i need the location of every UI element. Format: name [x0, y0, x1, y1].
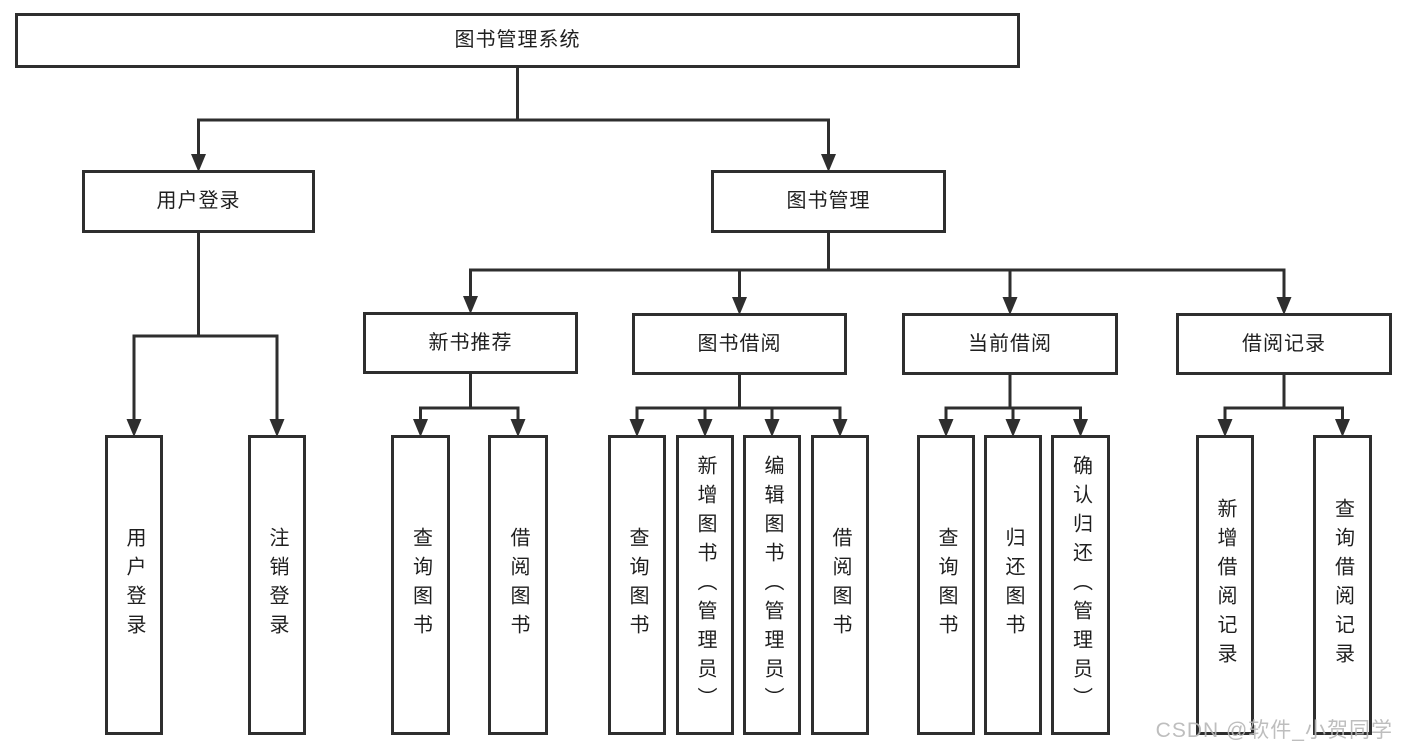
node-library-management-system: 图书管理系统	[15, 13, 1020, 68]
leaf-logout: 注销登录	[248, 435, 306, 735]
node-user-login: 用户登录	[82, 170, 315, 233]
leaf-label: 编辑图书（管理员）	[761, 454, 783, 716]
leaf-edit-book-admin: 编辑图书（管理员）	[743, 435, 801, 735]
node-borrow-records: 借阅记录	[1176, 313, 1392, 375]
leaf-label: 查询图书	[626, 527, 648, 643]
csdn-watermark: CSDN @软件_小贺同学	[1155, 719, 1393, 742]
leaf-add-book-admin: 新增图书（管理员）	[676, 435, 734, 735]
leaf-label: 注销登录	[266, 527, 288, 643]
leaf-query-books-2: 查询图书	[608, 435, 666, 735]
leaf-confirm-return-admin: 确认归还（管理员）	[1051, 435, 1110, 735]
leaf-user-login: 用户登录	[105, 435, 163, 735]
leaf-query-books-1: 查询图书	[391, 435, 450, 735]
leaf-query-borrow-record: 查询借阅记录	[1313, 435, 1372, 735]
leaf-label: 新增借阅记录	[1214, 498, 1236, 672]
leaf-label: 新增图书（管理员）	[694, 454, 716, 716]
leaf-label: 查询借阅记录	[1331, 498, 1354, 672]
leaf-query-books-3: 查询图书	[917, 435, 975, 735]
leaf-borrow-books-1: 借阅图书	[488, 435, 548, 735]
node-current-borrowing: 当前借阅	[902, 313, 1118, 375]
leaf-label: 归还图书	[1002, 527, 1024, 643]
leaf-borrow-books-2: 借阅图书	[811, 435, 869, 735]
leaf-label: 确认归还（管理员）	[1069, 454, 1092, 716]
leaf-return-book: 归还图书	[984, 435, 1042, 735]
leaf-label: 查询图书	[935, 527, 957, 643]
node-book-management: 图书管理	[711, 170, 946, 233]
leaf-label: 查询图书	[409, 527, 432, 643]
leaf-label: 借阅图书	[829, 527, 851, 643]
leaf-label: 用户登录	[123, 527, 145, 643]
node-new-book-recommend: 新书推荐	[363, 312, 578, 374]
leaf-add-borrow-record: 新增借阅记录	[1196, 435, 1254, 735]
leaf-label: 借阅图书	[507, 527, 529, 643]
node-book-borrowing: 图书借阅	[632, 313, 847, 375]
